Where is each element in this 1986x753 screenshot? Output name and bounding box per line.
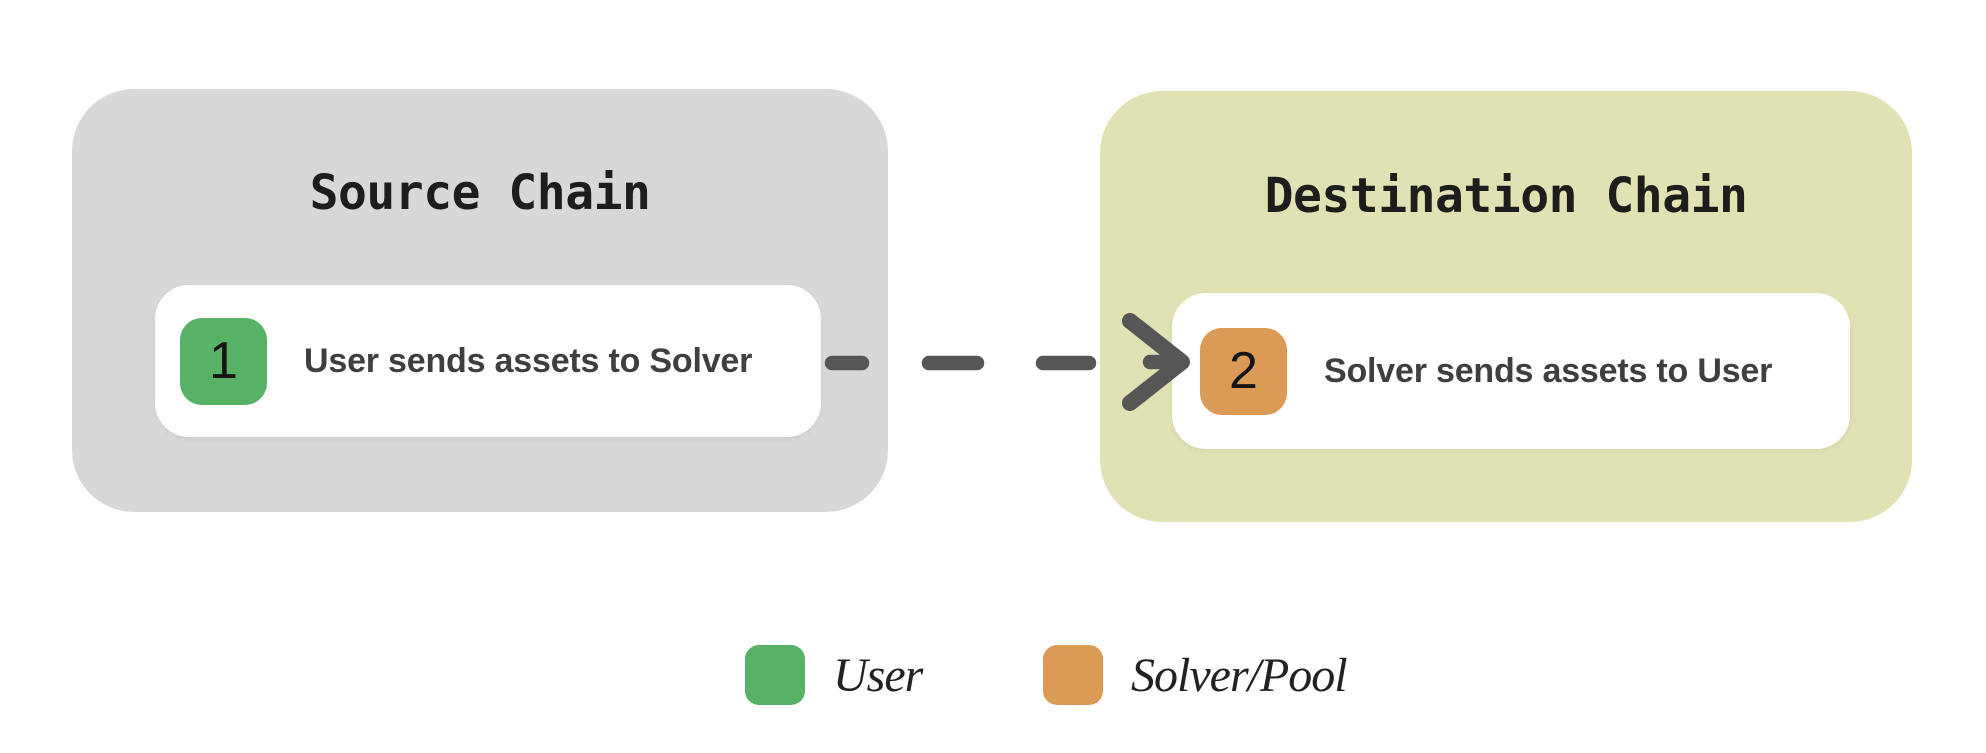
step-1-badge: 1	[180, 317, 267, 405]
legend-label-solver-pool: Solver/Pool	[1131, 648, 1348, 702]
source-chain-title: Source Chain	[309, 165, 651, 221]
source-chain-box: Source Chain 1 User sends assets to Solv…	[72, 89, 888, 512]
destination-step-text: Solver sends assets to User	[1324, 351, 1773, 390]
legend-item-solver-pool: Solver/Pool	[1043, 645, 1348, 705]
step-2-badge: 2	[1200, 327, 1287, 415]
destination-chain-title: Destination Chain	[1264, 168, 1748, 224]
destination-step-card: 2 Solver sends assets to User	[1172, 293, 1850, 449]
solver-pool-swatch-icon	[1043, 645, 1103, 705]
legend-label-user: User	[833, 648, 923, 702]
user-swatch-icon	[745, 645, 805, 705]
source-step-text: User sends assets to Solver	[304, 341, 753, 380]
legend-item-user: User	[745, 645, 923, 705]
source-step-card: 1 User sends assets to Solver	[155, 285, 821, 437]
destination-chain-box: Destination Chain 2 Solver sends assets …	[1100, 91, 1912, 522]
